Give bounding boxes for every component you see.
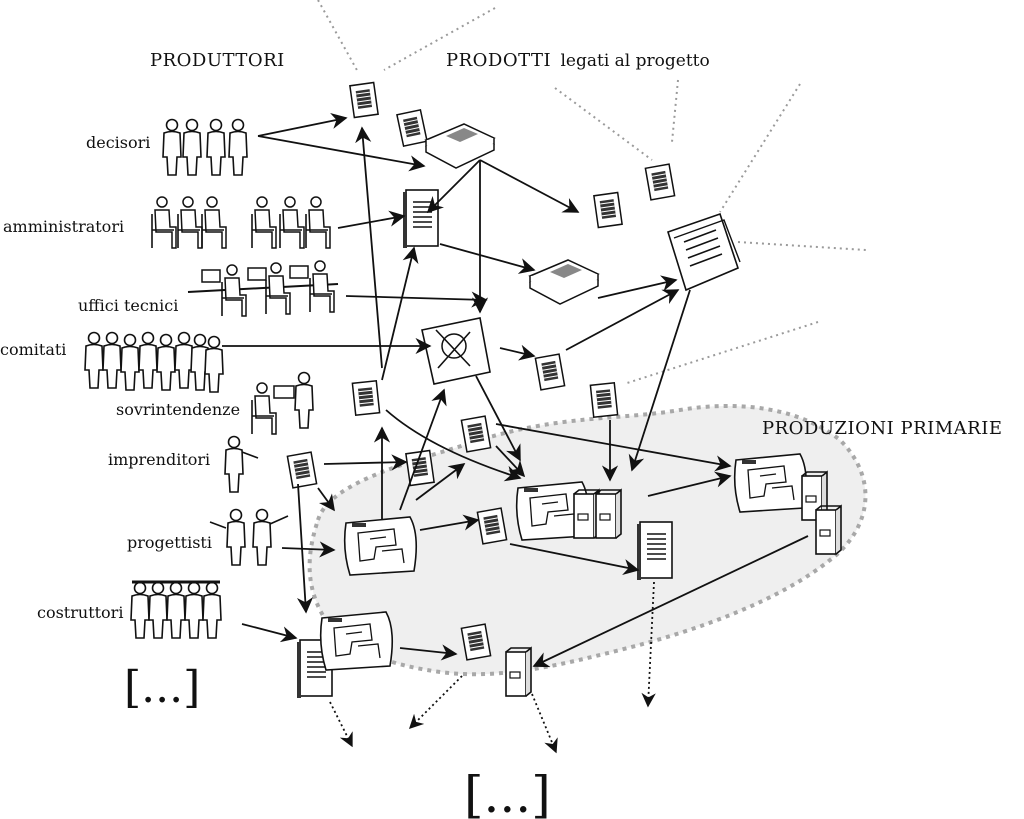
products-header: PRODOTTI legati al progetto: [446, 50, 710, 71]
producers-header: PRODUTTORI: [150, 50, 285, 71]
products-header-caps: PRODOTTI: [446, 50, 551, 71]
costruttori-workers-icon: [130, 580, 222, 639]
label-amministratori: amministratori: [3, 217, 124, 236]
label-sovrintendenze: sovrintendenze: [116, 400, 240, 419]
amministratori-seated-icon: [151, 196, 331, 249]
uffici-tecnici-desk-icon: [187, 260, 339, 317]
ellipsis-left: [...]: [124, 662, 200, 713]
sovrintendenze-meeting-icon: [251, 371, 314, 435]
dotted-output-arrows: [329, 581, 656, 754]
label-progettisti: progettisti: [127, 533, 212, 552]
primary-production-header: PRODUZIONI PRIMARIE: [762, 418, 1003, 439]
stacked-folder-icons: [425, 123, 599, 305]
label-decisori: decisori: [86, 133, 150, 152]
products-header-rest: legati al progetto: [560, 51, 709, 71]
comitati-crowd-icon: [84, 331, 224, 393]
report-stack-icon: [667, 212, 741, 292]
flow-arrows: [222, 112, 809, 668]
progettisti-people-icon: [209, 508, 289, 566]
label-comitati: comitati: [0, 340, 66, 359]
label-costruttori: costruttori: [37, 603, 123, 622]
decisori-people-icon: [162, 118, 248, 176]
ellipsis-bottom: [...]: [464, 766, 551, 819]
label-imprenditori: imprenditori: [108, 450, 210, 469]
label-uffici-tecnici: uffici tecnici: [78, 296, 178, 315]
crossed-plan-icon: [421, 317, 491, 385]
imprenditori-person-icon: [224, 435, 259, 493]
dotted-guide-lines: [317, 0, 867, 385]
